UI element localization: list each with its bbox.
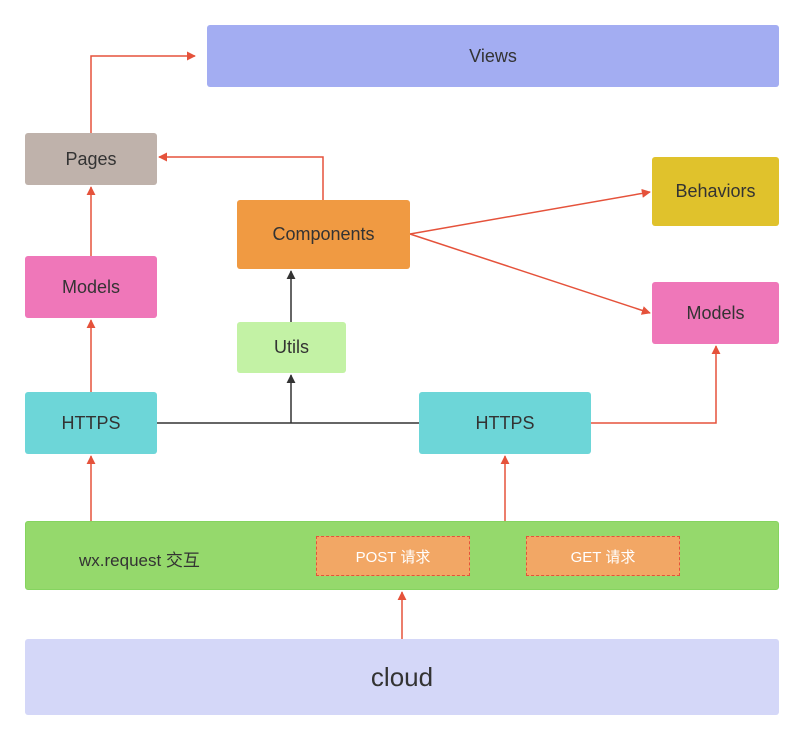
get-request-node: GET 请求 bbox=[526, 536, 680, 576]
https-right-node: HTTPS bbox=[419, 392, 591, 454]
arrow-pages-to-views bbox=[90, 51, 196, 133]
arrow-components-to-behaviors bbox=[409, 188, 651, 235]
cloud-label: cloud bbox=[370, 661, 434, 692]
arrow-components-to-pages bbox=[158, 152, 324, 200]
cloud-node: cloud bbox=[25, 639, 779, 715]
post-request-node: POST 请求 bbox=[316, 536, 470, 576]
get-request-label: GET 请求 bbox=[570, 548, 636, 566]
utils-label: Utils bbox=[274, 337, 309, 357]
arrow-components-to-models-right bbox=[409, 233, 651, 315]
views-node: Views bbox=[207, 25, 779, 87]
wx-request-label: wx.request 交互 bbox=[79, 551, 200, 570]
https-left-node: HTTPS bbox=[25, 392, 157, 454]
models-left-node: Models bbox=[25, 256, 157, 318]
components-label: Components bbox=[272, 224, 375, 244]
models-right-label: Models bbox=[686, 302, 745, 323]
pages-node: Pages bbox=[25, 133, 157, 185]
views-label: Views bbox=[469, 45, 517, 66]
behaviors-node: Behaviors bbox=[652, 157, 779, 226]
behaviors-label: Behaviors bbox=[675, 181, 756, 201]
utils-node: Utils bbox=[237, 322, 346, 373]
https-left-label: HTTPS bbox=[61, 412, 121, 433]
components-node: Components bbox=[237, 200, 410, 269]
https-right-label: HTTPS bbox=[475, 412, 535, 433]
post-request-label: POST 请求 bbox=[355, 548, 431, 566]
pages-label: Pages bbox=[65, 148, 117, 169]
arrow-https-to-models-right bbox=[591, 345, 721, 424]
models-right-node: Models bbox=[652, 282, 779, 344]
models-left-label: Models bbox=[61, 276, 121, 297]
